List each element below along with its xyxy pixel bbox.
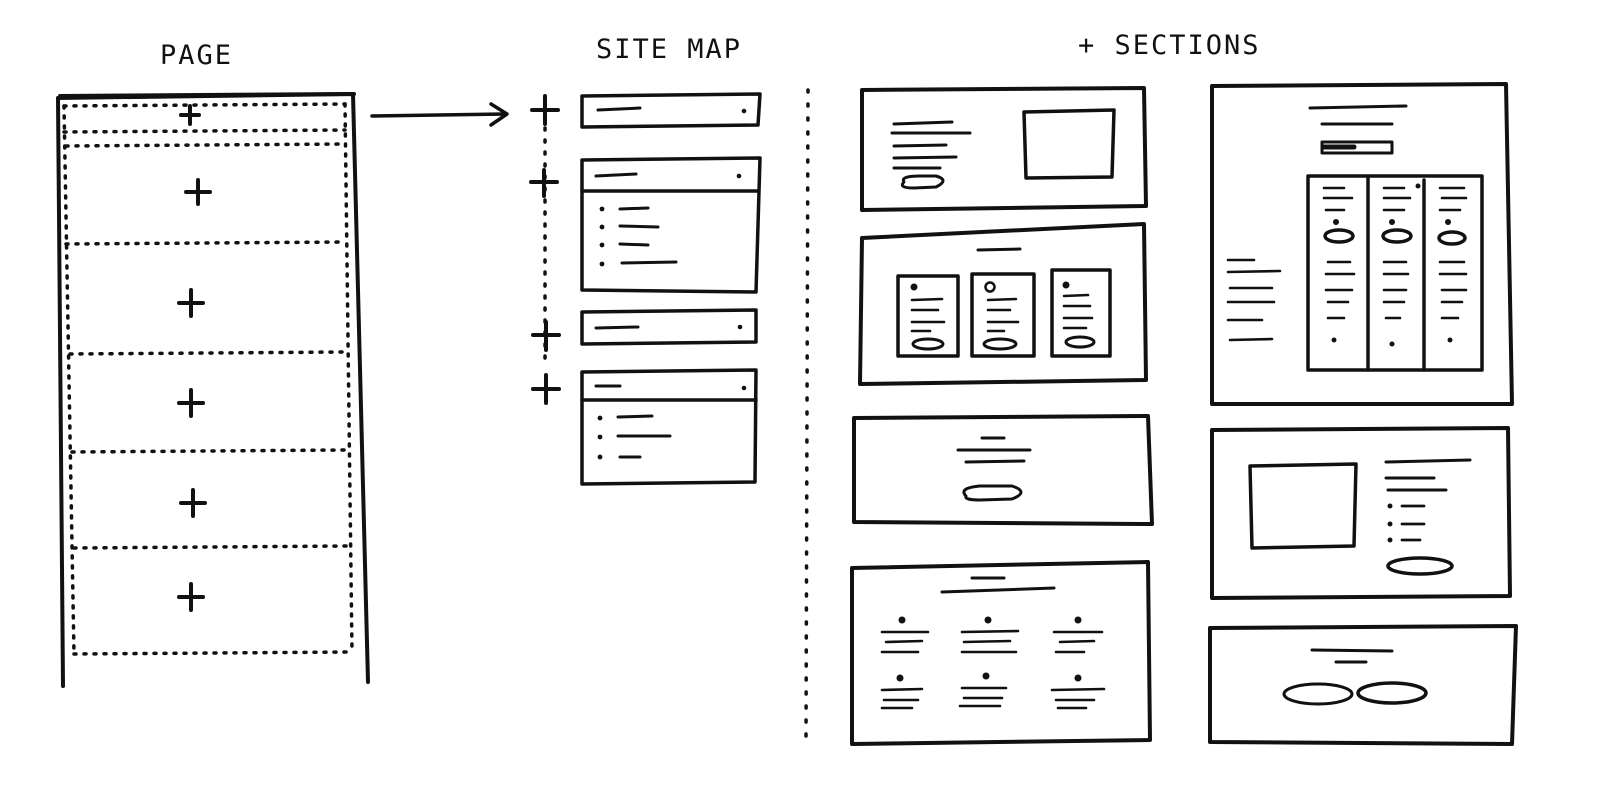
divider (804, 88, 810, 742)
page-column (56, 92, 370, 688)
sections-left-column (850, 86, 1154, 746)
arrow-icon (370, 102, 509, 127)
page-heading: PAGE (160, 40, 234, 71)
sections-right-column (1208, 82, 1518, 746)
sections-heading: + SECTIONS (1078, 30, 1261, 61)
page-plus-icons (177, 104, 212, 612)
site-map-heading: SITE MAP (596, 34, 743, 65)
site-map (529, 92, 762, 486)
